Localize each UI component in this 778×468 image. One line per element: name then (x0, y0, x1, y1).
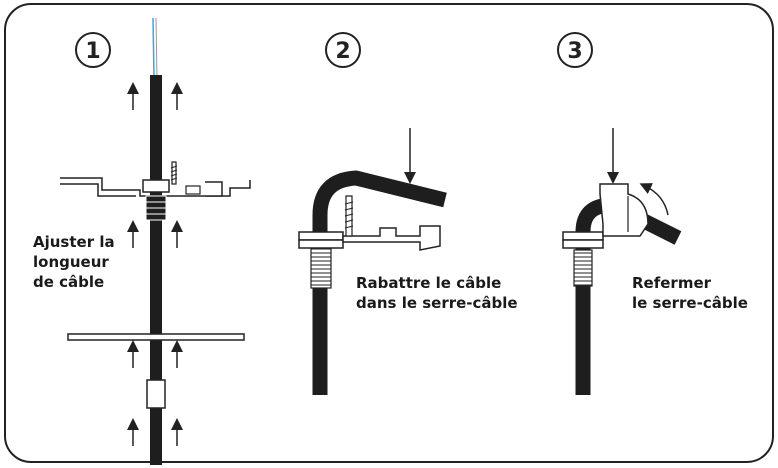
step-1-badge (75, 32, 111, 68)
push-arrows (127, 82, 183, 446)
step-1-caption: Ajuster la longueur de câble (33, 232, 115, 292)
step-2-caption-line-1: Rabattre le câble (356, 274, 502, 292)
step-2-badge (325, 32, 361, 68)
step-1-caption-line-1: Ajuster la (33, 233, 115, 251)
step-2-caption: Rabattre le câble dans le serre-câble (356, 273, 518, 313)
step-1-caption-line-3: de câble (33, 273, 105, 291)
lower-plate (67, 333, 245, 341)
bent-cable (312, 170, 447, 395)
close-rotation-arrow (639, 183, 669, 216)
step-1-caption-line-2: longueur (33, 253, 109, 271)
clamp-plate (342, 225, 441, 251)
step-2-caption-line-2: dans le serre-câble (356, 294, 518, 312)
threaded-conduit (310, 247, 332, 289)
grey-wire (155, 17, 158, 79)
step-3-illustration: 3 (557, 32, 682, 395)
step-3-number: 3 (567, 39, 582, 64)
threaded-conduit (573, 249, 593, 287)
step-1-illustration: 1 (60, 17, 251, 465)
cable-sleeve (146, 379, 166, 409)
diagram-frame (4, 3, 774, 463)
step-3-caption-line-1: Refermer (632, 274, 712, 292)
screw-icon (171, 161, 177, 185)
step-3-caption: Refermer le serre-câble (632, 273, 748, 313)
cable-clamp (142, 179, 170, 193)
step-3-badge (557, 32, 593, 68)
screw-icon (345, 195, 353, 237)
step-2-illustration: 2 (298, 32, 447, 395)
step-1-number: 1 (85, 39, 100, 64)
upper-bracket (60, 177, 251, 197)
blue-wire (152, 17, 155, 79)
step-2-number: 2 (335, 39, 350, 64)
cable-vertical (150, 75, 162, 465)
step-3-caption-line-2: le serre-câble (632, 294, 748, 312)
closed-clamp (599, 183, 649, 237)
